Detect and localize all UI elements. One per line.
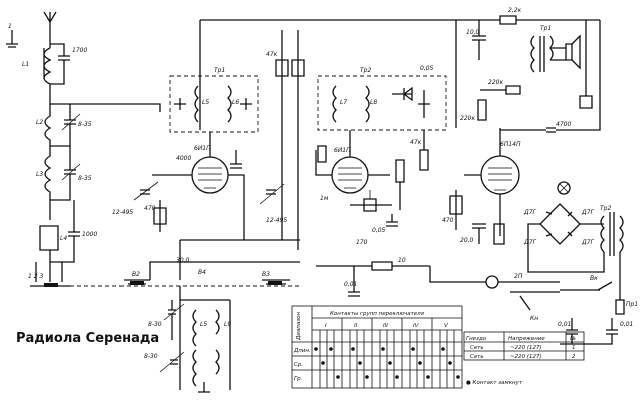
label-R5-b: 470: [442, 217, 454, 224]
label-VC4: 12-495: [266, 217, 287, 224]
label-VC1: 8-35: [78, 121, 92, 128]
label-C5-b: 170: [356, 239, 368, 246]
label-B2: В2: [132, 271, 140, 278]
label-VC6: 8-30: [144, 353, 158, 360]
label-D2: Д7Г: [581, 209, 595, 216]
label-R-bottom: 10: [398, 257, 406, 264]
label-VC2: 8-35: [78, 175, 92, 182]
label-R2-b: 47к: [410, 139, 422, 146]
label-C2: 4000: [176, 155, 191, 162]
label-Pr1: Пр1: [626, 301, 638, 308]
label-VC3: 12-495: [112, 209, 133, 216]
antenna-input-section: 1 L1 1700 L2 8-35 L3 8-35 L4 1000 1 2 3: [6, 11, 161, 287]
label-C5: 30,0: [176, 257, 190, 264]
label-B3: В3: [262, 271, 270, 278]
volt-row2-value: ~220 (127): [510, 354, 542, 360]
label-C4: 10,0: [466, 29, 480, 36]
tube-L3: [480, 155, 520, 195]
label-Sw: Вк: [590, 275, 598, 282]
label-L2: L2: [36, 119, 43, 126]
label-R3: 1м: [320, 195, 329, 202]
label-pickup: 2П: [514, 273, 523, 280]
table-group-2: II: [354, 323, 358, 329]
tube-L1-label: 6И1П: [194, 145, 211, 152]
label-R4: 220к: [488, 79, 503, 86]
label-Tr2: Тр2: [360, 67, 371, 74]
table-footnote: ● Контакт замкнут: [466, 380, 523, 386]
table-group-5: V: [444, 323, 449, 329]
table-row-2: Ср.: [294, 362, 303, 368]
label-C9-b: 0,05: [420, 65, 434, 72]
label-C8: 0,01: [344, 281, 357, 288]
volt-row1-n: 1: [572, 345, 576, 351]
switch-bus: В2 В3 В4 2П Кн: [120, 260, 560, 322]
label-B1-contacts: 1 2 3: [28, 273, 43, 280]
voltage-table: Гнездо Напряжение № Сеть ~220 (127) 1 Се…: [463, 331, 585, 361]
tube-L2-label: 6И1П: [334, 147, 351, 154]
oscillator-section: 8-30 L5 L9 8-30: [144, 286, 231, 393]
label-D4: Д7Г: [581, 239, 595, 246]
label-Kn: Кн: [530, 315, 538, 322]
mixer-stage: Тр1 L5 L6 6И1П 470 12-495 12-495 4000 47…: [112, 30, 305, 260]
label-C8-b: 0,01: [558, 321, 571, 328]
volt-row2-n: 2: [572, 354, 576, 360]
label-C6: 20,0: [460, 237, 474, 244]
label-L6: L6: [232, 99, 239, 106]
label-C7: 4700: [556, 121, 571, 128]
volt-row1-where: Сеть: [470, 345, 484, 351]
switch-table: Диапазон Контакты групп переключателя I …: [291, 305, 523, 389]
label-D1: Д7Г: [523, 209, 537, 216]
label-R1: 2,2к: [508, 7, 522, 14]
label-B4: В4: [198, 269, 206, 276]
label-C9: 0,05: [372, 227, 386, 234]
label-R2: 47к: [266, 51, 278, 58]
diagram-title: Радиола Серенада: [16, 331, 159, 346]
label-Tr2-pwr: Тр2: [600, 205, 611, 212]
volt-row1-value: ~220 (127): [510, 345, 542, 351]
if-detector-stage: Тр2 L7 L8 6И1П 47к 170 0,05 10 0,01 2,2к: [199, 7, 600, 297]
label-L3: L3: [36, 171, 43, 178]
volt-head-2: Напряжение: [508, 336, 545, 342]
power-supply: Д7Г Д7Г Д7Г Д7Г Тр2 Пр1 Вк 0,01 0,01: [523, 181, 638, 345]
table-head-col: Диапазон: [296, 312, 302, 341]
label-L7: L7: [340, 99, 347, 106]
label-VC5: 8-30: [148, 321, 162, 328]
label-Tr1: Тр1: [214, 67, 225, 74]
table-group-3: III: [383, 323, 388, 329]
label-C8-c: 0,01: [620, 321, 633, 328]
label-C1: 1700: [72, 47, 87, 54]
tube-L3-label: 6П14П: [500, 141, 521, 148]
ground-label: 1: [8, 23, 12, 30]
volt-head-3: №: [569, 336, 576, 342]
label-L5: L5: [202, 99, 209, 106]
output-stage: 10,0 Тр1 220к 6П14П 4700 470 20,0: [442, 20, 601, 245]
label-D3: Д7Г: [523, 239, 537, 246]
volt-row2-where: Сеть: [470, 354, 484, 360]
label-C3: 1000: [82, 231, 97, 238]
table-row-1: Длин.: [293, 348, 311, 354]
diode-bridge: [539, 203, 581, 245]
label-L4: L4: [60, 235, 67, 242]
table-group-1: I: [325, 323, 327, 329]
label-L8: L8: [370, 99, 377, 106]
table-row-3: Гр.: [294, 376, 303, 382]
volt-head-1: Гнездо: [466, 336, 487, 342]
label-L1: L1: [22, 61, 29, 68]
label-R5: 470: [144, 205, 156, 212]
label-R4-b: 220к: [460, 115, 475, 122]
label-L5-b: L5: [200, 321, 207, 328]
table-group-4: IV: [413, 323, 420, 329]
label-L9: L9: [224, 321, 231, 328]
label-Tr-out: Тр1: [540, 25, 551, 32]
table-head-top: Контакты групп переключателя: [330, 311, 425, 317]
